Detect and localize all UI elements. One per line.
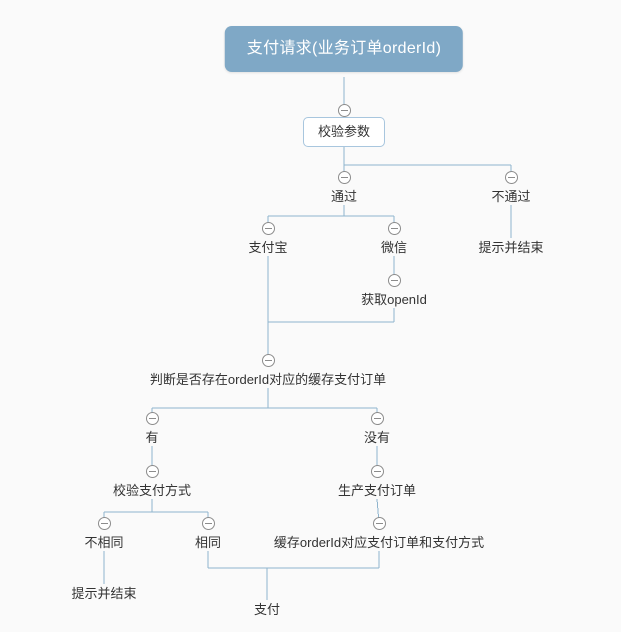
node-notSameEnd[interactable]: 提示并结束 bbox=[71, 586, 137, 601]
collapse-minus-icon[interactable] bbox=[145, 411, 159, 425]
collapse-minus-icon[interactable] bbox=[504, 170, 518, 184]
collapse-minus-icon[interactable] bbox=[261, 221, 275, 235]
node-checkCache[interactable]: 判断是否存在orderId对应的缓存支付订单 bbox=[149, 372, 387, 387]
edge-checkCache-to-split3 bbox=[151, 388, 378, 418]
edge-checkPayWay-to-split4 bbox=[103, 499, 209, 523]
node-root[interactable]: 支付请求(业务订单orderId) bbox=[224, 26, 464, 72]
node-cacheOrder[interactable]: 缓存orderId对应支付订单和支付方式 bbox=[273, 535, 485, 550]
node-failEnd[interactable]: 提示并结束 bbox=[478, 240, 544, 255]
edge-same-to-pay bbox=[207, 551, 379, 569]
node-wechat[interactable]: 微信 bbox=[380, 240, 408, 255]
node-fail[interactable]: 不通过 bbox=[491, 189, 531, 204]
collapse-minus-icon[interactable] bbox=[261, 353, 275, 367]
edge-openid-to-merge1 bbox=[268, 308, 395, 323]
node-has[interactable]: 有 bbox=[145, 430, 159, 445]
node-pass[interactable]: 通过 bbox=[330, 189, 358, 204]
collapse-minus-icon[interactable] bbox=[387, 221, 401, 235]
collapse-minus-icon[interactable] bbox=[337, 170, 351, 184]
node-validate[interactable]: 校验参数 bbox=[302, 117, 386, 147]
collapse-minus-icon[interactable] bbox=[372, 516, 386, 530]
node-alipay[interactable]: 支付宝 bbox=[248, 240, 288, 255]
node-same[interactable]: 相同 bbox=[194, 535, 222, 550]
collapse-minus-icon[interactable] bbox=[370, 464, 384, 478]
collapse-minus-icon[interactable] bbox=[201, 516, 215, 530]
collapse-minus-icon[interactable] bbox=[145, 464, 159, 478]
collapse-minus-icon[interactable] bbox=[97, 516, 111, 530]
node-checkPayWay[interactable]: 校验支付方式 bbox=[112, 483, 192, 498]
edge-validate-to-split1 bbox=[343, 146, 512, 177]
edge-pass-to-split2 bbox=[267, 205, 395, 228]
node-notSame[interactable]: 不相同 bbox=[84, 535, 124, 550]
node-hasNot[interactable]: 没有 bbox=[363, 430, 391, 445]
collapse-minus-icon[interactable] bbox=[337, 103, 351, 117]
collapse-minus-icon[interactable] bbox=[387, 273, 401, 287]
collapse-minus-icon[interactable] bbox=[370, 411, 384, 425]
node-pay[interactable]: 支付 bbox=[253, 602, 281, 617]
node-createOrder[interactable]: 生产支付订单 bbox=[337, 483, 417, 498]
node-openid[interactable]: 获取openId bbox=[361, 292, 427, 307]
